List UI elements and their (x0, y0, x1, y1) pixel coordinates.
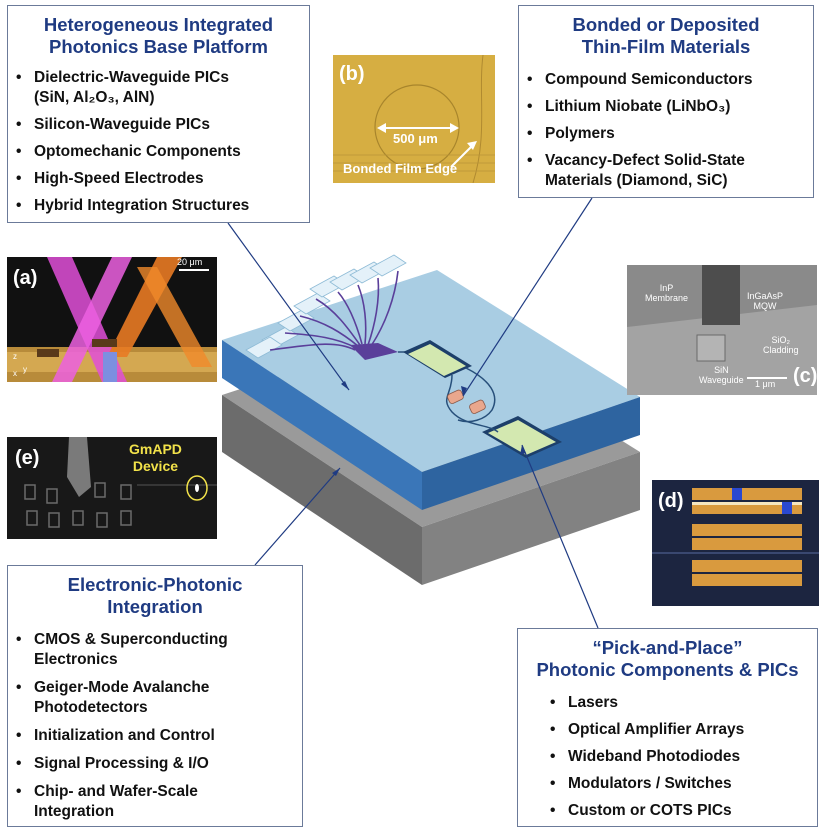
list-item: Custom or COTS PICs (542, 801, 817, 821)
box-base-platform-list: Dielectric-Waveguide PICs (SiN, Al₂O₃, A… (8, 68, 309, 216)
panel-a-label: (a) (13, 267, 38, 289)
box-base-platform: Heterogeneous Integrated Photonics Base … (7, 5, 310, 223)
panel-e-device-text: GmAPD Device (129, 441, 182, 474)
panel-a-axis-x: x (13, 369, 17, 378)
panel-c-sem: (c) InP Membrane InGaAsP MQW SiO₂ Claddi… (627, 265, 817, 395)
list-item: CMOS & Superconducting Electronics (8, 630, 302, 670)
panel-b-micrograph: (b) 500 μm Bonded Film Edge (333, 55, 495, 183)
coupling-waveguides (445, 367, 499, 433)
panel-e-micrograph: (e) GmAPD Device (7, 437, 217, 539)
list-item: Chip- and Wafer-Scale Integration (8, 782, 302, 822)
base-layer-front (222, 395, 422, 585)
waveguide-fanout (269, 270, 399, 351)
panel-b-scale-text: 500 μm (393, 131, 438, 146)
list-item: Lithium Niobate (LiNbO₃) (519, 97, 813, 117)
green-pad-2 (488, 420, 556, 455)
box-thin-film-list: Compound Semiconductors Lithium Niobate … (519, 70, 813, 191)
list-item: Signal Processing & I/O (8, 754, 302, 774)
box-thin-film-title: Bonded or Deposited Thin-Film Materials (572, 14, 760, 57)
list-item: Dielectric-Waveguide PICs (SiN, Al₂O₃, A… (8, 68, 309, 108)
list-item: Hybrid Integration Structures (8, 196, 309, 216)
list-item: Modulators / Switches (542, 774, 817, 794)
list-item: Silicon-Waveguide PICs (8, 115, 309, 135)
list-item: Wideband Photodiodes (542, 747, 817, 767)
base-layer-right (422, 452, 640, 585)
list-item: Optical Amplifier Arrays (542, 720, 817, 740)
panel-a-axis-y: y (23, 365, 27, 374)
chip-layer-front (222, 340, 422, 510)
list-item: High-Speed Electrodes (8, 169, 309, 189)
box-electronic-photonic-title: Electronic-Photonic Integration (67, 574, 243, 617)
box-pick-and-place-title: “Pick-and-Place” Photonic Components & P… (536, 637, 799, 680)
list-item: Compound Semiconductors (519, 70, 813, 90)
panel-a-micrograph: (a) 20 μm z x y (7, 257, 217, 382)
panel-d-micrograph: (d) (652, 480, 819, 606)
leader-lines (227, 197, 599, 629)
chip-layer-top (222, 270, 640, 472)
panel-a-axis-z: z (13, 352, 17, 361)
panel-e-label: (e) (15, 447, 40, 469)
panel-c-membrane: InP Membrane (645, 283, 689, 303)
grating-couplers (245, 254, 407, 359)
panel-c-scale-text: 1 μm (755, 379, 776, 389)
fanout-taper (350, 343, 398, 360)
list-item: Initialization and Control (8, 726, 302, 746)
box-thin-film: Bonded or Deposited Thin-Film Materials … (518, 5, 814, 198)
panel-c-cladding: SiO₂ Cladding (763, 335, 799, 355)
box-pick-and-place: “Pick-and-Place” Photonic Components & P… (517, 628, 818, 827)
green-pad-1 (408, 344, 466, 376)
list-item: Polymers (519, 124, 813, 144)
panel-c-mqw: InGaAsP MQW (747, 291, 784, 311)
list-item: Lasers (542, 693, 817, 713)
box-electronic-photonic: Electronic-Photonic Integration CMOS & S… (7, 565, 303, 827)
panel-b-edge-text: Bonded Film Edge (343, 161, 458, 176)
list-item: Optomechanic Components (8, 142, 309, 162)
arrowheads (332, 381, 526, 476)
panel-c-label: (c) (793, 365, 817, 387)
list-item: Geiger-Mode Avalanche Photodetectors (8, 678, 302, 718)
box-electronic-photonic-list: CMOS & Superconducting Electronics Geige… (8, 630, 302, 822)
box-base-platform-title: Heterogeneous Integrated Photonics Base … (43, 14, 274, 57)
box-pick-and-place-list: Lasers Optical Amplifier Arrays Wideband… (518, 693, 817, 821)
panel-b-label: (b) (339, 63, 365, 85)
panel-c-waveguide: SiN Waveguide (699, 365, 744, 385)
ring-resonators (447, 389, 486, 414)
panel-d-label: (d) (658, 490, 684, 512)
panel-c-scale-bar (747, 377, 787, 379)
list-item: Vacancy-Defect Solid-State Materials (Di… (519, 151, 813, 191)
panel-a-scale-bar (179, 269, 209, 271)
panel-a-scale-text: 20 μm (177, 257, 203, 267)
